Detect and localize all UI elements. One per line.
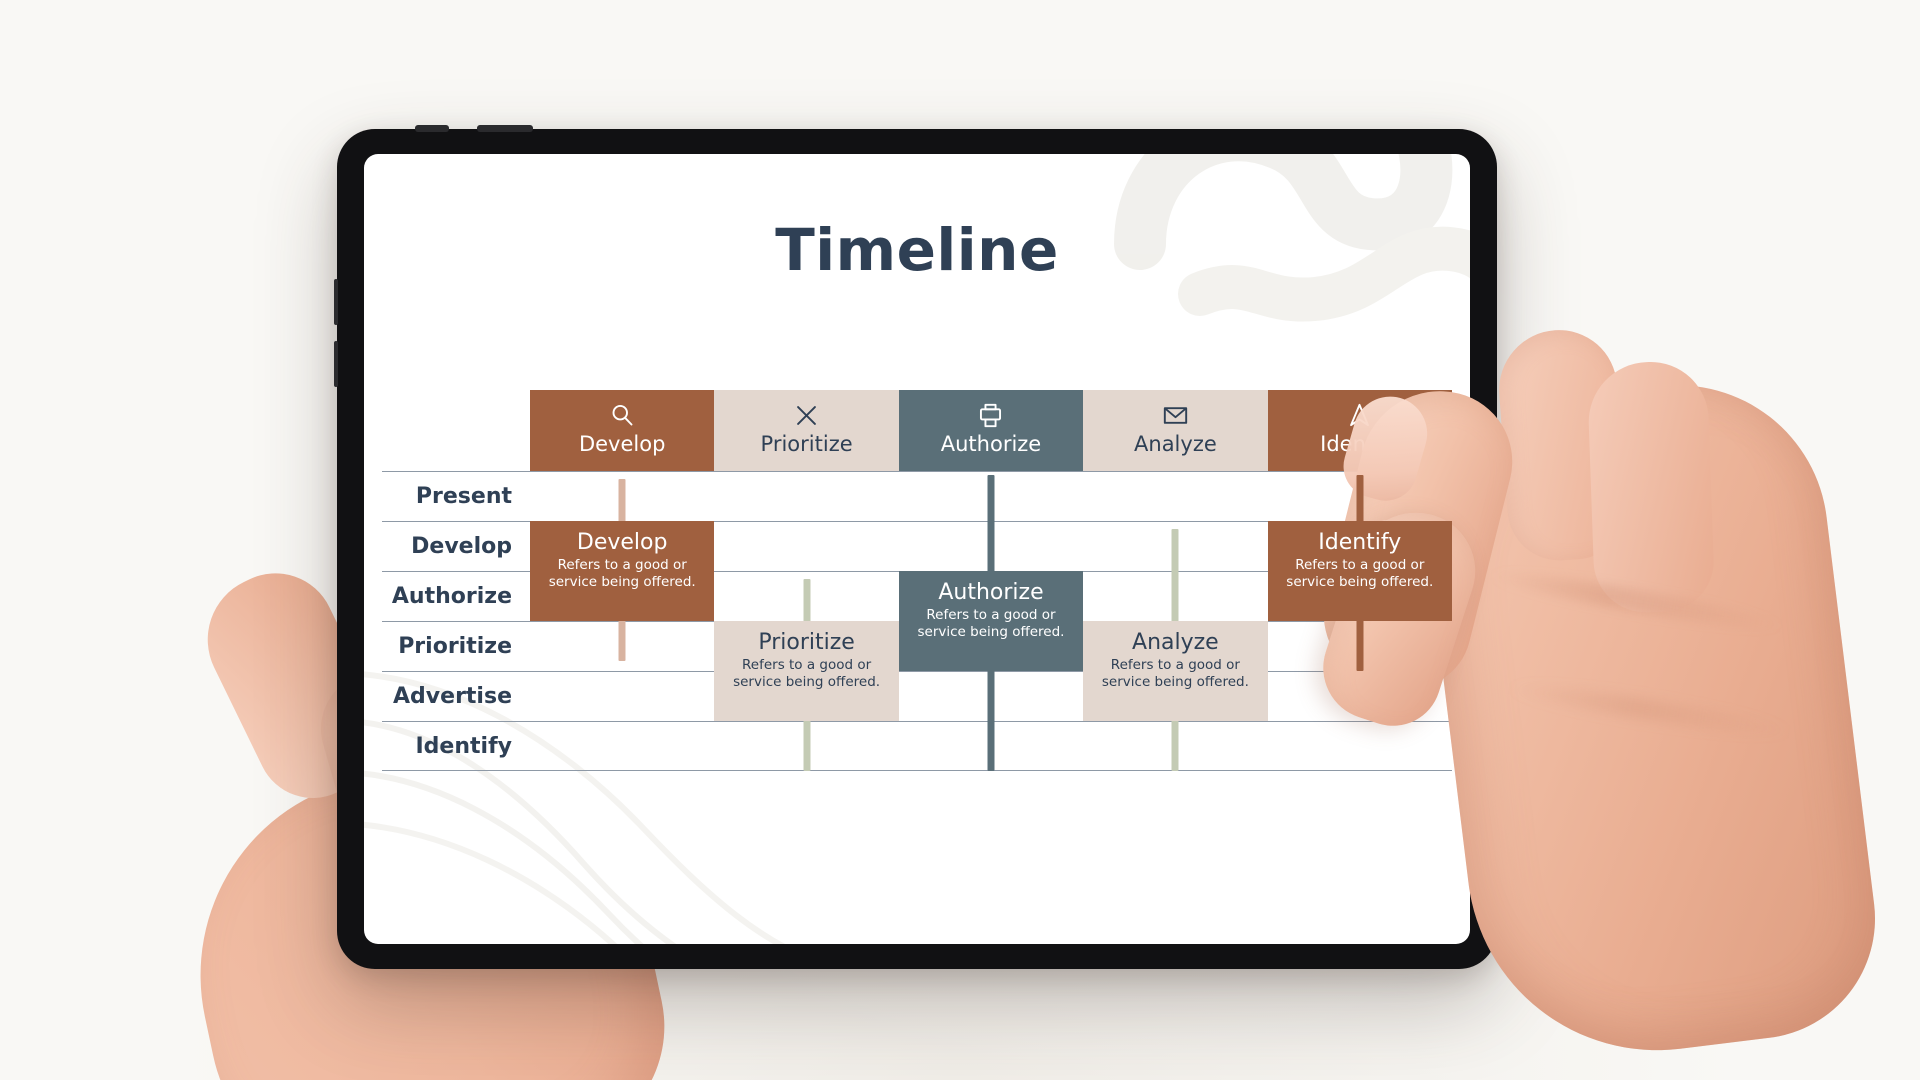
header-spacer xyxy=(382,390,530,471)
milestone-card-authorize[interactable]: Authorize Refers to a good or service be… xyxy=(898,571,1084,671)
printer-icon xyxy=(976,401,1006,431)
milestone-card-prioritize[interactable]: Prioritize Refers to a good or service b… xyxy=(714,621,899,721)
timeline-grid: Develop Prioritize xyxy=(382,390,1452,771)
row-label-present: Present xyxy=(382,471,530,521)
magnifier-icon xyxy=(607,401,637,431)
tablet-volume-up-button xyxy=(334,279,338,325)
tablet-button-b xyxy=(477,125,533,132)
row-label-identify: Identify xyxy=(382,721,530,771)
column-header-identify[interactable]: Identify xyxy=(1267,390,1452,471)
milestone-desc: Refers to a good or service being offere… xyxy=(1286,557,1434,591)
column-header-prioritize[interactable]: Prioritize xyxy=(714,390,899,471)
row-divider xyxy=(530,671,1452,721)
column-header-label: Analyze xyxy=(1134,431,1217,456)
milestone-desc: Refers to a good or service being offere… xyxy=(917,607,1065,641)
timeline-body: Present Develop Authorize Prioritize Adv… xyxy=(382,471,1452,771)
tablet-device: Timeline Dev xyxy=(334,125,1497,969)
tablet-volume-down-button xyxy=(334,341,338,387)
milestone-card-analyze[interactable]: Analyze Refers to a good or service bein… xyxy=(1083,621,1268,721)
tablet-top-buttons xyxy=(415,125,595,132)
milestone-desc: Refers to a good or service being offere… xyxy=(548,557,696,591)
column-header-label: Identify xyxy=(1320,431,1400,456)
slide-canvas: Timeline Dev xyxy=(364,154,1470,944)
row-label-develop: Develop xyxy=(382,521,530,571)
close-x-icon xyxy=(792,401,822,431)
milestone-title: Analyze xyxy=(1132,630,1219,655)
timeline-table: Develop Prioritize xyxy=(382,390,1452,771)
row-label-prioritize: Prioritize xyxy=(382,621,530,671)
row-divider xyxy=(530,471,1452,521)
column-header-analyze[interactable]: Analyze xyxy=(1083,390,1268,471)
milestone-title: Develop xyxy=(576,530,668,555)
navigation-arrow-icon xyxy=(1345,401,1375,431)
milestone-title: Prioritize xyxy=(758,630,855,655)
row-label-authorize: Authorize xyxy=(382,571,530,621)
envelope-icon xyxy=(1160,401,1190,431)
column-header-label: Prioritize xyxy=(760,431,853,456)
milestone-desc: Refers to a good or service being offere… xyxy=(1101,657,1249,691)
timeline-header-row: Develop Prioritize xyxy=(382,390,1452,471)
milestone-desc: Refers to a good or service being offere… xyxy=(733,657,881,691)
tablet-screen[interactable]: Timeline Dev xyxy=(364,154,1470,944)
column-header-develop[interactable]: Develop xyxy=(530,390,715,471)
milestone-card-identify[interactable]: Identify Refers to a good or service bei… xyxy=(1267,521,1452,621)
milestone-card-develop[interactable]: Develop Refers to a good or service bein… xyxy=(530,521,715,621)
row-label-advertise: Advertise xyxy=(382,671,530,721)
tablet-button-a xyxy=(415,125,449,132)
column-header-label: Authorize xyxy=(940,431,1042,456)
milestone-title: Identify xyxy=(1318,530,1402,555)
column-header-label: Develop xyxy=(578,431,666,456)
milestone-title: Authorize xyxy=(938,580,1044,605)
column-header-authorize[interactable]: Authorize xyxy=(898,390,1084,471)
page-title: Timeline xyxy=(775,216,1059,284)
row-divider xyxy=(530,721,1452,771)
